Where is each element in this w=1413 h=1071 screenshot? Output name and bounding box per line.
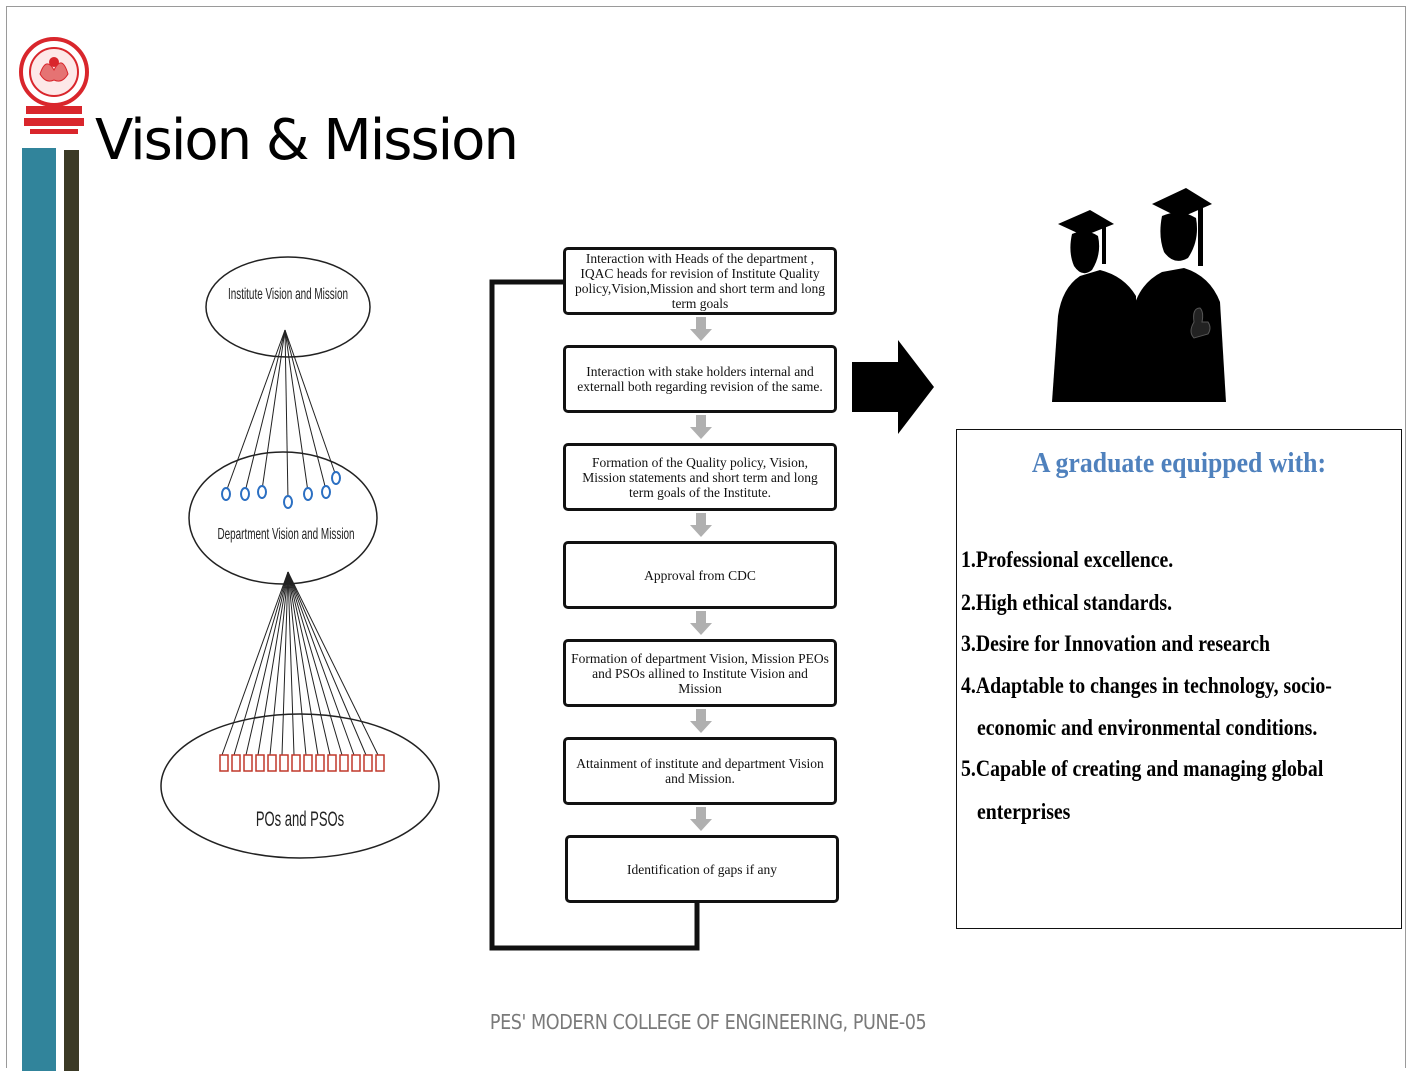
feedback-loop-line — [489, 279, 700, 951]
slide-frame — [6, 6, 1406, 1068]
flow-step-5: Formation of department Vision, Mission … — [563, 639, 837, 707]
page-title: Vision & Mission — [95, 108, 519, 173]
flow-step-4: Approval from CDC — [563, 541, 837, 609]
outcome-4-continued: economic and environmental conditions. — [977, 715, 1318, 740]
down-arrow-icon — [690, 807, 712, 831]
sidebar-dark-bar — [64, 150, 79, 1071]
hierarchy-lines — [160, 256, 440, 859]
flow-step-7: Identification of gaps if any — [565, 835, 839, 903]
graduate-heading: A graduate equipped with: — [1031, 448, 1327, 479]
department-vision-label: Department Vision and Mission — [217, 526, 355, 543]
flow-step-2: Interaction with stake holders internal … — [563, 345, 837, 413]
down-arrow-icon — [690, 415, 712, 439]
right-arrow-icon — [852, 340, 934, 434]
down-arrow-icon — [690, 709, 712, 733]
down-arrow-icon — [690, 317, 712, 341]
graduates-silhouette-icon — [1052, 188, 1226, 402]
outcome-5-continued: enterprises — [977, 799, 1071, 824]
flow-step-1: Interaction with Heads of the department… — [563, 247, 837, 315]
vision-hierarchy-diagram: Institute Vision and Mission Department … — [150, 250, 450, 870]
outcome-5: 5.Capable of creating and managing globa… — [961, 756, 1324, 781]
sidebar-blue-bar — [22, 148, 56, 1071]
pos-psos-label: POs and PSOs — [255, 808, 345, 831]
graduate-outcomes-box: A graduate equipped with: 1.Professional… — [956, 429, 1402, 929]
flow-step-3: Formation of the Quality policy, Vision,… — [563, 443, 837, 511]
college-logo-icon — [19, 37, 89, 134]
outcome-1: 1.Professional excellence. — [961, 547, 1174, 572]
outcome-3: 3.Desire for Innovation and research — [961, 631, 1270, 656]
outcome-2: 2.High ethical standards. — [961, 590, 1173, 615]
flow-step-6: Attainment of institute and department V… — [563, 737, 837, 805]
footer-college-name: PES' MODERN COLLEGE OF ENGINEERING, PUNE… — [489, 1010, 927, 1034]
institute-vision-label: Institute Vision and Mission — [227, 286, 349, 303]
down-arrow-icon — [690, 611, 712, 635]
outcome-4: 4.Adaptable to changes in technology, so… — [961, 673, 1332, 698]
down-arrow-icon — [690, 513, 712, 537]
